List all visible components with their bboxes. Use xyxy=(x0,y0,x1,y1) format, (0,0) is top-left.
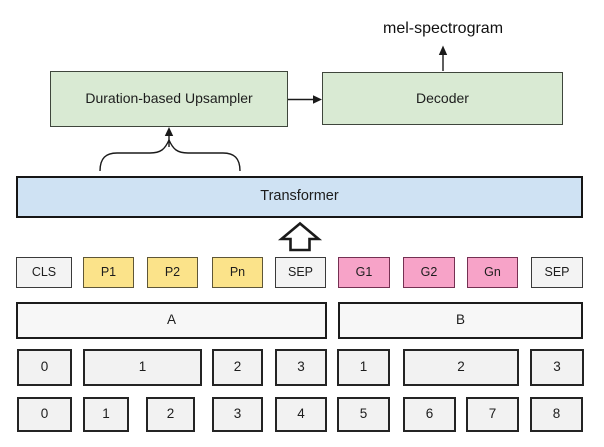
segment-a: A xyxy=(16,302,327,339)
word-pos-cell: 3 xyxy=(530,349,584,386)
pos-cell: 7 xyxy=(466,397,519,432)
pos-cell: 6 xyxy=(403,397,456,432)
word-pos-cell: 0 xyxy=(17,349,72,386)
token-p1: P1 xyxy=(83,257,134,288)
word-pos-cell: 2 xyxy=(212,349,263,386)
pos-cell: 8 xyxy=(530,397,583,432)
brace-icon xyxy=(99,138,241,172)
word-pos-cell: 2 xyxy=(403,349,519,386)
token-g1: G1 xyxy=(338,257,390,288)
token-sep1: SEP xyxy=(275,257,326,288)
pos-cell: 4 xyxy=(275,397,327,432)
word-pos-cell: 1 xyxy=(337,349,390,386)
decoder-block: Decoder xyxy=(322,72,563,125)
up-arrow-icon xyxy=(164,127,174,147)
token-g2: G2 xyxy=(403,257,455,288)
token-pn: Pn xyxy=(212,257,263,288)
transformer-block: Transformer xyxy=(16,176,583,218)
up-arrow-icon xyxy=(438,45,448,71)
pos-cell: 5 xyxy=(337,397,390,432)
block-up-arrow-icon xyxy=(277,221,323,252)
token-cls: CLS xyxy=(16,257,72,288)
token-gn: Gn xyxy=(467,257,518,288)
pos-cell: 2 xyxy=(146,397,195,432)
pos-cell: 0 xyxy=(17,397,72,432)
pos-cell: 1 xyxy=(83,397,129,432)
pos-cell: 3 xyxy=(212,397,263,432)
token-sep2: SEP xyxy=(531,257,583,288)
word-pos-cell: 3 xyxy=(275,349,327,386)
word-pos-cell: 1 xyxy=(83,349,202,386)
token-p2: P2 xyxy=(147,257,198,288)
upsampler-block: Duration-based Upsampler xyxy=(50,71,288,127)
segment-b: B xyxy=(338,302,583,339)
mel-spectrogram-label: mel-spectrogram xyxy=(382,20,504,37)
right-arrow-icon xyxy=(288,95,322,104)
